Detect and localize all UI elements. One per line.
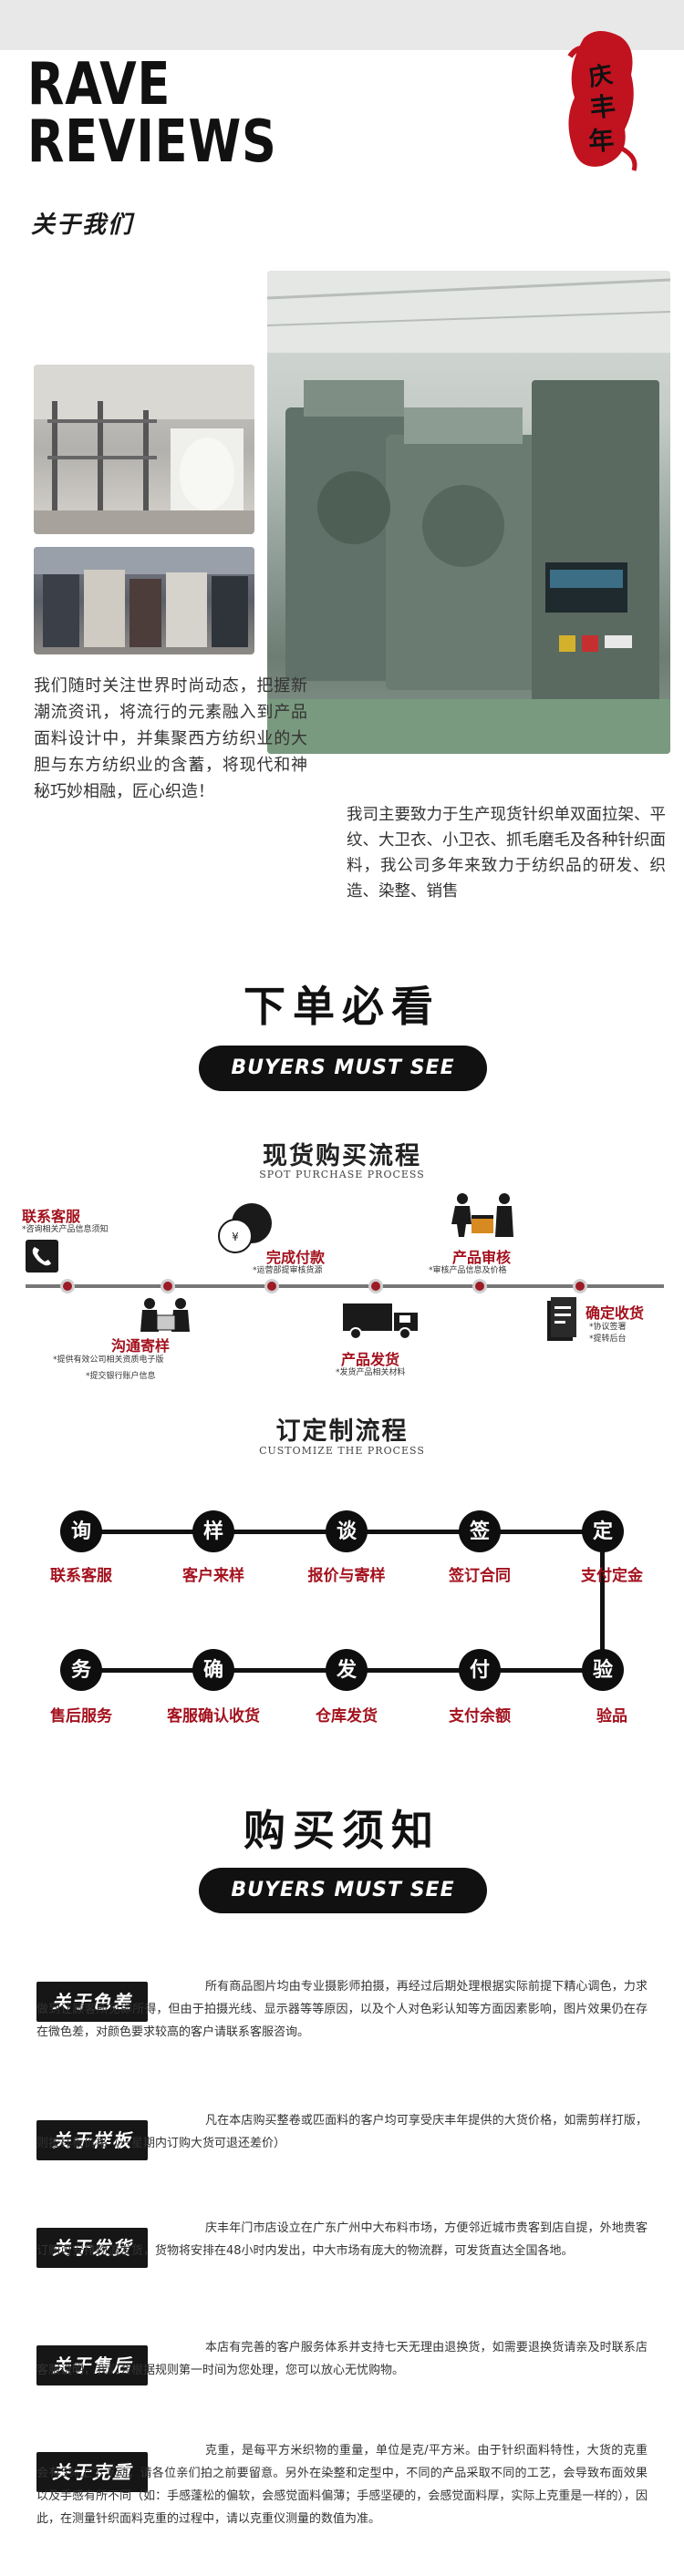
step-product-review-note: *审核产品信息及价格 xyxy=(429,1266,507,1275)
top-band xyxy=(0,0,684,50)
headline-line2: REVIEWS xyxy=(27,108,277,176)
brand-seal-logo: 庆 丰 年 xyxy=(567,30,637,171)
must-see-title: 下单必看 xyxy=(244,982,440,1031)
process-step-label: 联系客服 xyxy=(50,1567,112,1585)
step-confirm-receipt-note1: *协议签署 xyxy=(589,1323,627,1332)
process-step-circle: 询 xyxy=(60,1510,102,1552)
svg-text:庆: 庆 xyxy=(586,60,615,92)
about-us-subhead: 关于我们 xyxy=(31,211,134,239)
step-product-review-label: 产品审核 xyxy=(452,1249,512,1266)
step-confirm-receipt-label: 确定收货 xyxy=(586,1304,645,1322)
timeline-dot xyxy=(60,1279,75,1293)
purchase-notice-pill: BUYERS MUST SEE xyxy=(199,1868,487,1913)
fabric-rolls-photo xyxy=(34,547,254,654)
process-step-circle: 签 xyxy=(459,1510,501,1552)
step-sample-note1: *提供有效公司相关资质电子版 xyxy=(53,1355,164,1365)
spot-process-subtitle: SPOT PURCHASE PROCESS xyxy=(259,1169,425,1180)
sample-communication-icon xyxy=(140,1298,190,1332)
notice-text-aftersale: 本店有完善的客户服务体系并支持七天无理由退换货，如需要退换货请亲及时联系店客服说… xyxy=(36,2341,648,2377)
intro-right-text: 我司主要致力于生产现货针织单双面拉架、平纹、大卫衣、小卫衣、抓毛磨毛及各种针织面… xyxy=(347,806,666,901)
svg-text:丰: 丰 xyxy=(588,91,617,124)
intro-left-text: 我们随时关注世界时尚动态，把握新潮流资讯，将流行的元素融入到产品面料设计中，并集… xyxy=(34,676,307,801)
timeline-dot xyxy=(161,1279,175,1293)
svg-text:年: 年 xyxy=(587,125,615,157)
process-step-label: 签订合同 xyxy=(449,1567,511,1585)
custom-process-title: 订定制流程 xyxy=(275,1417,409,1446)
step-sample-note2: *提交银行账户信息 xyxy=(86,1372,156,1381)
process-step-label: 报价与寄样 xyxy=(307,1567,386,1585)
notice-tag-sample: 关于样板 xyxy=(36,2120,148,2160)
timeline-dot xyxy=(368,1279,383,1293)
step-sample-label: 沟通寄样 xyxy=(111,1337,171,1355)
process-step-label: 支付定金 xyxy=(581,1567,643,1585)
step-shipping-label: 产品发货 xyxy=(341,1351,400,1368)
notice-tag-shipping: 关于发货 xyxy=(36,2228,148,2268)
delivery-truck-icon xyxy=(343,1303,418,1340)
notice-text-shipping: 庆丰年门市店设立在广东广州中大布料市场，方便邻近城市贵客到店自提，外地贵客订购可… xyxy=(36,2221,648,2258)
receipt-document-icon xyxy=(547,1297,576,1341)
must-see-pill: BUYERS MUST SEE xyxy=(199,1046,487,1091)
process-step-label: 仓库发货 xyxy=(316,1707,378,1726)
process-step-label: 支付余额 xyxy=(449,1707,511,1726)
timeline-dot xyxy=(264,1279,279,1293)
notice-text-color: 所有商品图片均由专业摄影师拍摄，再经过后期处理根据实际前提下精心调色，力求做到让… xyxy=(36,1980,648,2039)
headline: RAVE REVIEWS xyxy=(27,51,277,176)
step-contact-service-note: *咨询相关产品信息须知 xyxy=(22,1225,109,1234)
notice-text-weight: 克重，是每平方米织物的重量，单位是克/平方米。由于针织面料特性，大货的克重会有5… xyxy=(36,2444,648,2526)
step-shipping-note: *发货产品相关材料 xyxy=(336,1368,406,1377)
process-step-circle: 确 xyxy=(192,1649,234,1691)
factory-machine-photo xyxy=(267,271,670,754)
process-step-circle: 付 xyxy=(459,1649,501,1691)
payment-icon: ¥ xyxy=(218,1203,272,1253)
step-contact-service-label: 联系客服 xyxy=(22,1208,81,1225)
notice-text-sample: 凡在本店购买整卷或匹面料的客户均可享受庆丰年提供的大货价格，如需剪样打版，则按样… xyxy=(36,2114,648,2150)
svg-text:¥: ¥ xyxy=(232,1231,239,1243)
process-step-circle: 验 xyxy=(582,1649,624,1691)
step-confirm-receipt-note2: *提转后台 xyxy=(589,1334,627,1344)
process-step-circle: 务 xyxy=(60,1649,102,1691)
product-review-icon xyxy=(451,1193,513,1237)
process-step-circle: 发 xyxy=(326,1649,368,1691)
process-step-circle: 样 xyxy=(192,1510,234,1552)
phone-icon xyxy=(26,1240,58,1273)
timeline-line xyxy=(26,1284,664,1288)
step-payment-note: *运营部提审核货源 xyxy=(253,1266,323,1275)
process-step-circle: 定 xyxy=(582,1510,624,1552)
custom-process-subtitle: CUSTOMIZE THE PROCESS xyxy=(259,1445,425,1457)
notice-tag-aftersale: 关于售后 xyxy=(36,2345,148,2385)
headline-line1: RAVE xyxy=(27,51,171,118)
process-step-label: 售后服务 xyxy=(50,1707,112,1726)
spot-process-title: 现货购买流程 xyxy=(263,1142,421,1170)
process-step-label: 客户来样 xyxy=(182,1567,244,1585)
process-step-circle: 谈 xyxy=(326,1510,368,1552)
notice-tag-weight: 关于克重 xyxy=(36,2452,148,2492)
timeline-dot xyxy=(573,1279,587,1293)
step-payment-label: 完成付款 xyxy=(266,1249,326,1266)
process-step-label: 验品 xyxy=(596,1707,627,1726)
timeline-dot xyxy=(472,1279,487,1293)
process-step-label: 客服确认收货 xyxy=(167,1707,260,1726)
warehouse-photo xyxy=(34,365,254,534)
notice-tag-color: 关于色差 xyxy=(36,1982,148,2022)
purchase-notice-title: 购买须知 xyxy=(244,1806,440,1855)
process-connector xyxy=(600,1530,605,1668)
